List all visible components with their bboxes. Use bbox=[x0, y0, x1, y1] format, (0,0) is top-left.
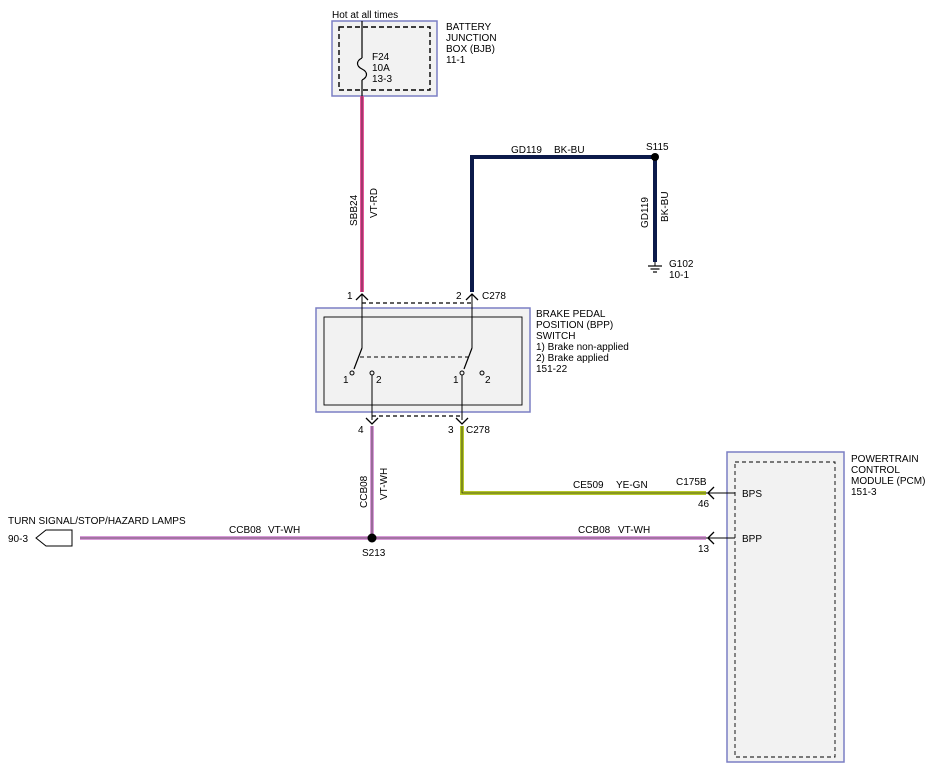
wire-gd119-h-circuit: GD119 bbox=[511, 145, 542, 156]
bpp-switch: 1 2 C278 1 2 1 2 4 3 C278 BRAKE PEDAL PO… bbox=[315, 291, 629, 436]
ground-g102: G102 10-1 bbox=[648, 259, 694, 281]
switch-b-contact-1-label: 1 bbox=[453, 375, 459, 386]
bjb-hot-label: Hot at all times bbox=[332, 10, 398, 21]
bjb-name-line-3: BOX (BJB) bbox=[446, 44, 495, 55]
wire-sbb24-circuit: SBB24 bbox=[349, 194, 360, 226]
bpp-pin4-num: 4 bbox=[358, 425, 364, 436]
switch-a-contact-2-label: 2 bbox=[376, 375, 382, 386]
fuse-label: F24 bbox=[372, 52, 390, 63]
wire-gd119-v-circuit: GD119 bbox=[640, 197, 651, 228]
wire-ccb08-right-color: VT-WH bbox=[618, 525, 650, 536]
pcm-bps-pin-num: 46 bbox=[698, 499, 710, 510]
battery-junction-box: Hot at all times BATTERY JUNCTION BOX (B… bbox=[331, 10, 497, 97]
pcm-name-line-1: POWERTRAIN bbox=[851, 454, 919, 465]
wire-sbb24-color: VT-RD bbox=[369, 188, 380, 218]
bpp-inner-box bbox=[323, 316, 523, 406]
bjb-ref: 11-1 bbox=[446, 55, 466, 66]
wire-gd119: GD119 BK-BU GD119 BK-BU S115 bbox=[470, 142, 671, 292]
lamps-label: TURN SIGNAL/STOP/HAZARD LAMPS bbox=[8, 516, 186, 527]
wire-ccb08-right-circuit: CCB08 bbox=[578, 525, 611, 536]
bpp-pin2-num: 2 bbox=[456, 291, 462, 302]
fuse-f24-icon bbox=[356, 57, 368, 81]
switch-a-contact-1-label: 1 bbox=[343, 375, 349, 386]
bpp-state-2: 2) Brake applied bbox=[536, 353, 609, 364]
lamps-connector-icon bbox=[35, 529, 73, 547]
pcm-bpp-arrow-icon bbox=[707, 531, 715, 545]
splice-s115-label: S115 bbox=[646, 142, 669, 153]
splice-s115-dot bbox=[651, 153, 659, 161]
pcm-name-line-3: MODULE (PCM) bbox=[851, 476, 925, 487]
bpp-top-connector: C278 bbox=[482, 291, 506, 302]
bpp-ref: 151-22 bbox=[536, 364, 568, 375]
bpp-pin1-num: 1 bbox=[347, 291, 353, 302]
wire-ce509-color: YE-GN bbox=[616, 480, 648, 491]
pcm-name-line-2: CONTROL bbox=[851, 465, 900, 476]
fuse-rating: 10A bbox=[372, 63, 390, 74]
splice-s213-dot bbox=[367, 533, 377, 543]
wire-ce509-circuit: CE509 bbox=[573, 480, 604, 491]
pin3-arrow-icon bbox=[455, 417, 469, 425]
switch-a-contact-1 bbox=[349, 370, 355, 376]
bjb-inner-dashed bbox=[338, 26, 431, 91]
switch-a-blade bbox=[353, 347, 363, 370]
pcm-bps-pin-name: BPS bbox=[742, 489, 762, 500]
wire-gd119-line bbox=[470, 155, 657, 292]
wire-ccb08-vertical: CCB08 VT-WH bbox=[359, 426, 390, 538]
wire-gd119-v-color: BK-BU bbox=[660, 191, 671, 222]
bpp-name-line-2: POSITION (BPP) bbox=[536, 320, 613, 331]
bjb-name-line-1: BATTERY bbox=[446, 22, 492, 33]
ground-g102-ref: 10-1 bbox=[669, 270, 689, 281]
bjb-name-line-2: JUNCTION bbox=[446, 33, 497, 44]
bpp-outer-box bbox=[315, 307, 531, 413]
splice-s213-label: S213 bbox=[362, 548, 386, 559]
wire-sbb24: SBB24 VT-RD bbox=[349, 96, 380, 292]
lamps-connector: TURN SIGNAL/STOP/HAZARD LAMPS 90-3 bbox=[8, 516, 186, 547]
wire-gd119-h-color: BK-BU bbox=[554, 145, 585, 156]
pin4-arrow-icon bbox=[365, 417, 379, 425]
pcm-connector: C175B bbox=[676, 477, 707, 488]
pcm-bpp-pin-name: BPP bbox=[742, 534, 762, 545]
wire-ccb08-v-color: VT-WH bbox=[379, 468, 390, 500]
bpp-pin3-num: 3 bbox=[448, 425, 454, 436]
bpp-name-line-1: BRAKE PEDAL bbox=[536, 309, 606, 320]
pcm-bpp-pin-num: 13 bbox=[698, 544, 710, 555]
wire-ccb08-left-circuit: CCB08 bbox=[229, 525, 262, 536]
bjb-box bbox=[331, 20, 438, 97]
switch-b-contact-2-label: 2 bbox=[485, 375, 491, 386]
wire-ccb08-left-color: VT-WH bbox=[268, 525, 300, 536]
wire-ce509: CE509 YE-GN bbox=[460, 426, 706, 495]
pcm-module: POWERTRAIN CONTROL MODULE (PCM) 151-3 C1… bbox=[676, 451, 925, 763]
pcm-inner-dashed bbox=[734, 461, 836, 758]
fuse-ref: 13-3 bbox=[372, 74, 392, 85]
bpp-bottom-connector: C278 bbox=[466, 425, 490, 436]
switch-b-contact-2 bbox=[479, 370, 485, 376]
switch-b-blade bbox=[463, 347, 473, 370]
bpp-name-line-3: SWITCH bbox=[536, 331, 575, 342]
pcm-ref: 151-3 bbox=[851, 487, 877, 498]
bpp-state-1: 1) Brake non-applied bbox=[536, 342, 629, 353]
pcm-box bbox=[726, 451, 845, 763]
wire-ccb08-v-circuit: CCB08 bbox=[359, 475, 370, 508]
pcm-bps-arrow-icon bbox=[707, 486, 715, 500]
wire-ccb08-horizontal: CCB08 VT-WH CCB08 VT-WH S213 bbox=[80, 525, 706, 559]
ground-g102-name: G102 bbox=[669, 259, 694, 270]
lamps-ref: 90-3 bbox=[8, 534, 28, 545]
